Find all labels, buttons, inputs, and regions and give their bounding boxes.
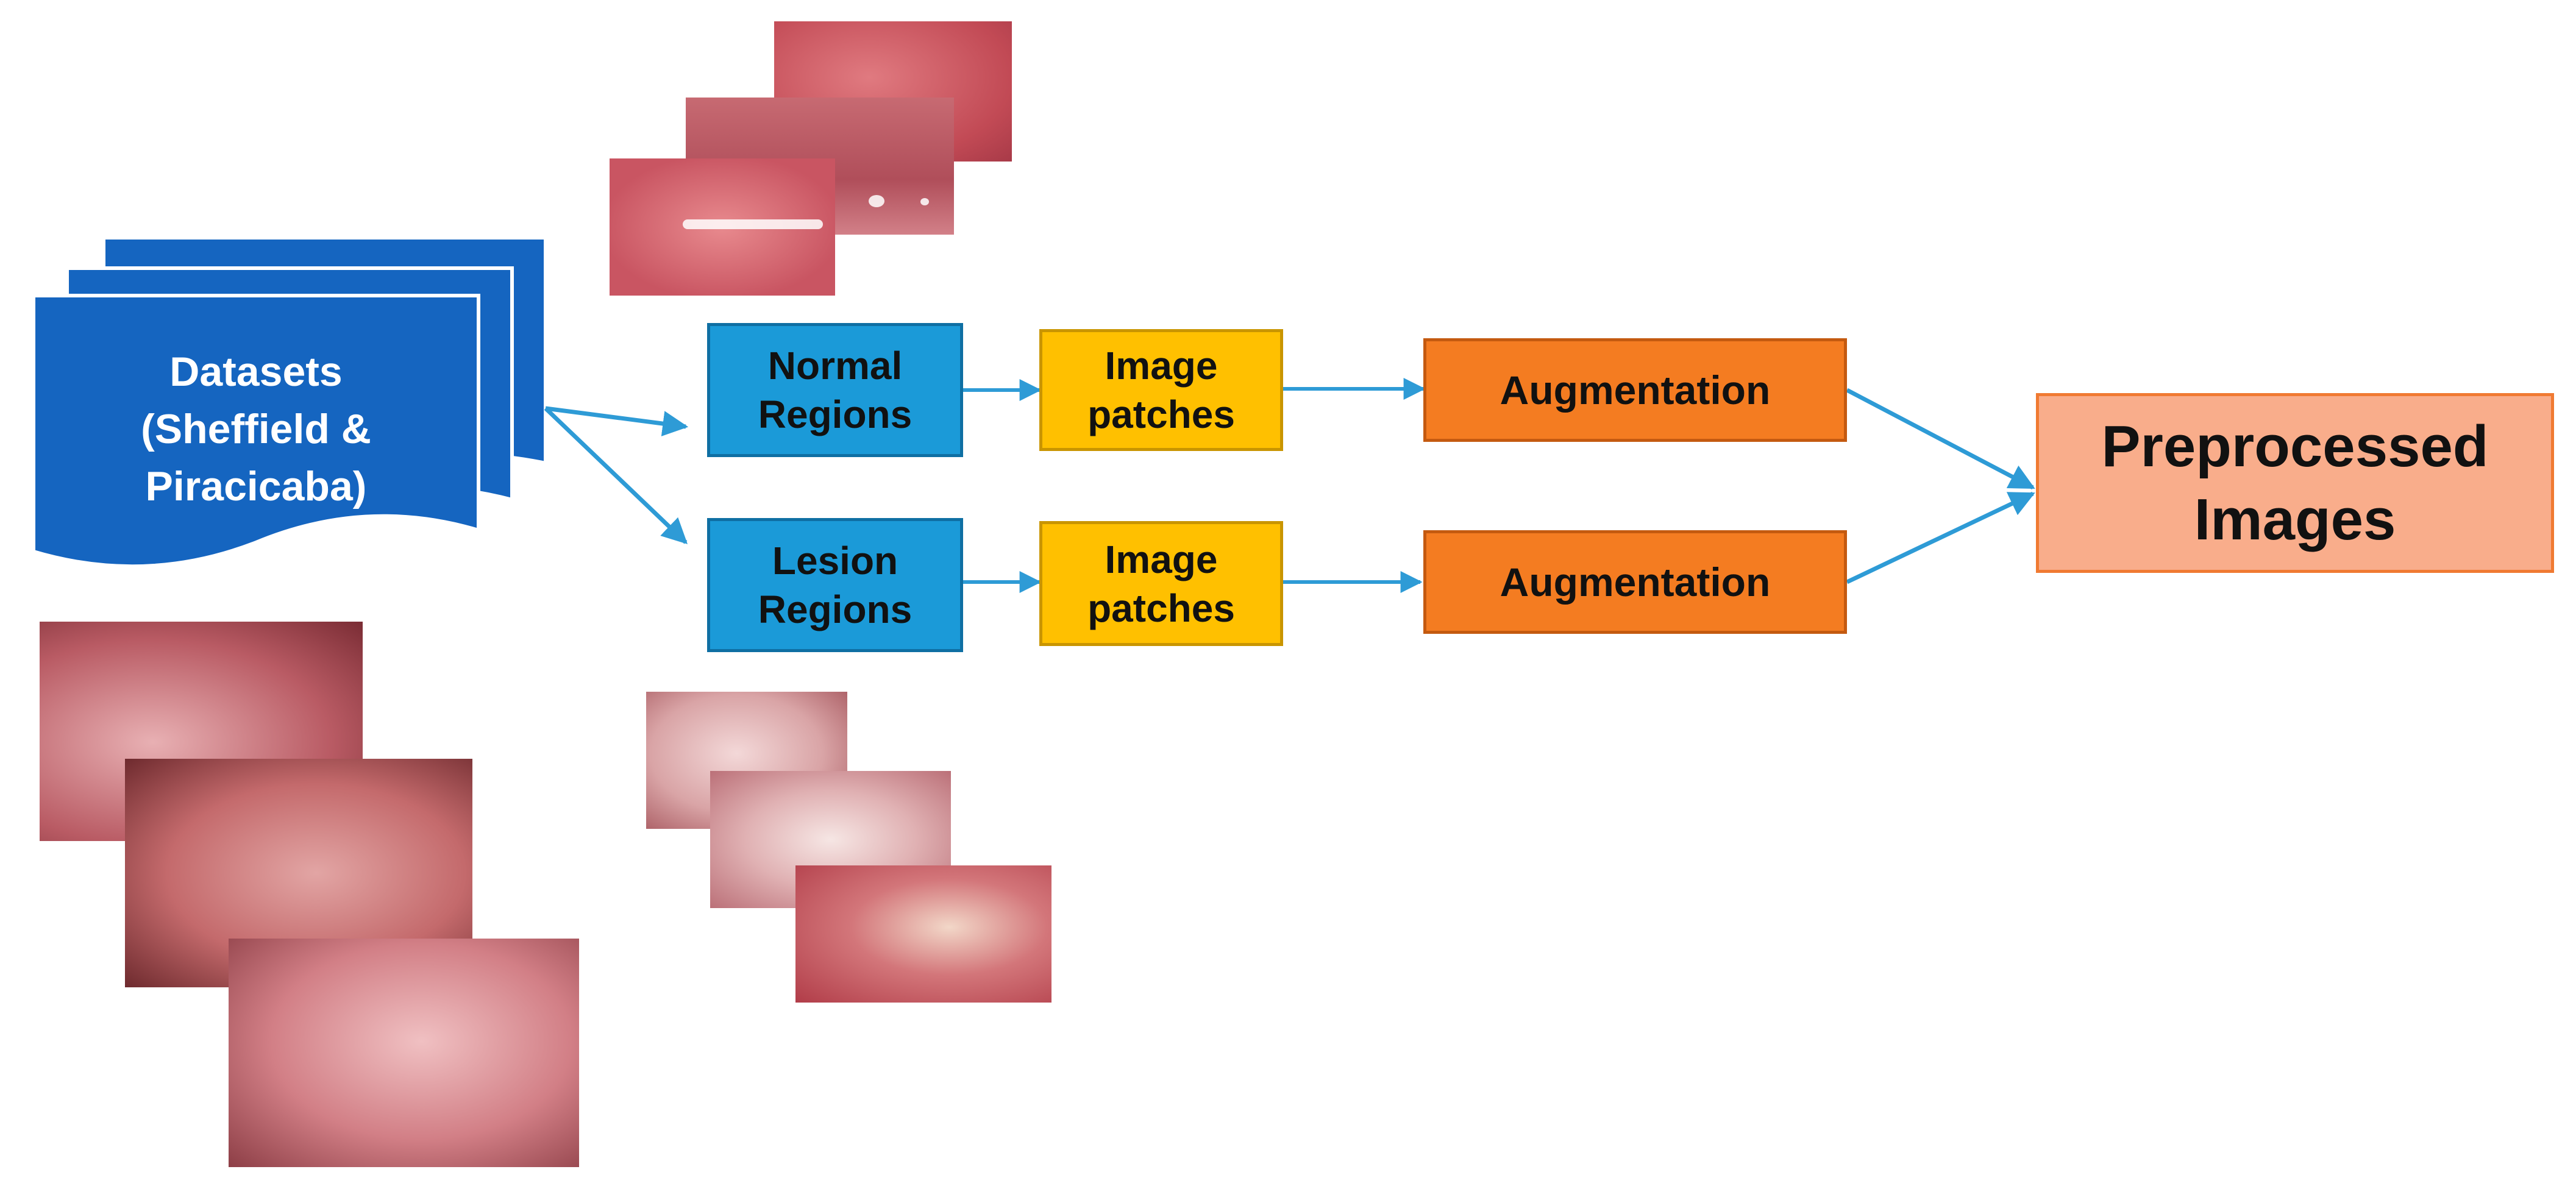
preprocessed-images-line-1: Preprocessed	[2101, 413, 2489, 479]
normal-regions-line-2: Regions	[758, 392, 913, 436]
augmentation-bottom-label: Augmentation	[1500, 559, 1771, 605]
arrow-dataset-to-lesion	[544, 407, 688, 544]
dataset-stack-icon	[32, 236, 547, 569]
image-patches-bottom-line-1: Image	[1105, 537, 1218, 581]
image-patches-top-line-1: Image	[1105, 344, 1218, 388]
lesion-regions-line-1: Lesion	[772, 539, 898, 583]
dataset-label-line-1: Datasets	[169, 349, 343, 396]
image-patches-bottom-box: Image patches	[1039, 521, 1283, 646]
preprocessed-images-line-2: Images	[2194, 486, 2396, 552]
normal-regions-box: Normal Regions	[707, 323, 963, 457]
arrow-augmentation-bottom-to-preprocessed	[1846, 491, 2035, 584]
dataset-label-line-2: (Sheffield &	[141, 406, 371, 453]
arrow-augmentation-top-to-preprocessed	[1846, 388, 2035, 490]
image-patches-bottom-line-2: patches	[1087, 586, 1235, 630]
photo-glare	[683, 219, 823, 229]
image-patches-top-line-2: patches	[1087, 392, 1235, 436]
normal-regions-line-1: Normal	[767, 344, 903, 388]
dataset-sheet-front	[32, 294, 480, 569]
photo-glare	[869, 195, 884, 207]
normal-mucosa-photo-3	[610, 158, 835, 296]
dataset-label: Datasets (Sheffield & Piracicaba)	[37, 332, 475, 527]
photo-glare	[920, 198, 929, 205]
image-patches-top-box: Image patches	[1039, 329, 1283, 451]
lesion-photo-3	[795, 865, 1051, 1003]
lesion-regions-box: Lesion Regions	[707, 518, 963, 652]
oral-cavity-photo-3	[229, 939, 579, 1167]
dataset-label-line-3: Piracicaba)	[145, 463, 367, 510]
lesion-regions-line-2: Regions	[758, 588, 913, 631]
preprocessed-images-box: Preprocessed Images	[2036, 393, 2554, 573]
augmentation-bottom-box: Augmentation	[1423, 530, 1847, 634]
augmentation-top-box: Augmentation	[1423, 338, 1847, 442]
arrow-dataset-to-normal	[545, 406, 689, 436]
augmentation-top-label: Augmentation	[1500, 367, 1771, 413]
